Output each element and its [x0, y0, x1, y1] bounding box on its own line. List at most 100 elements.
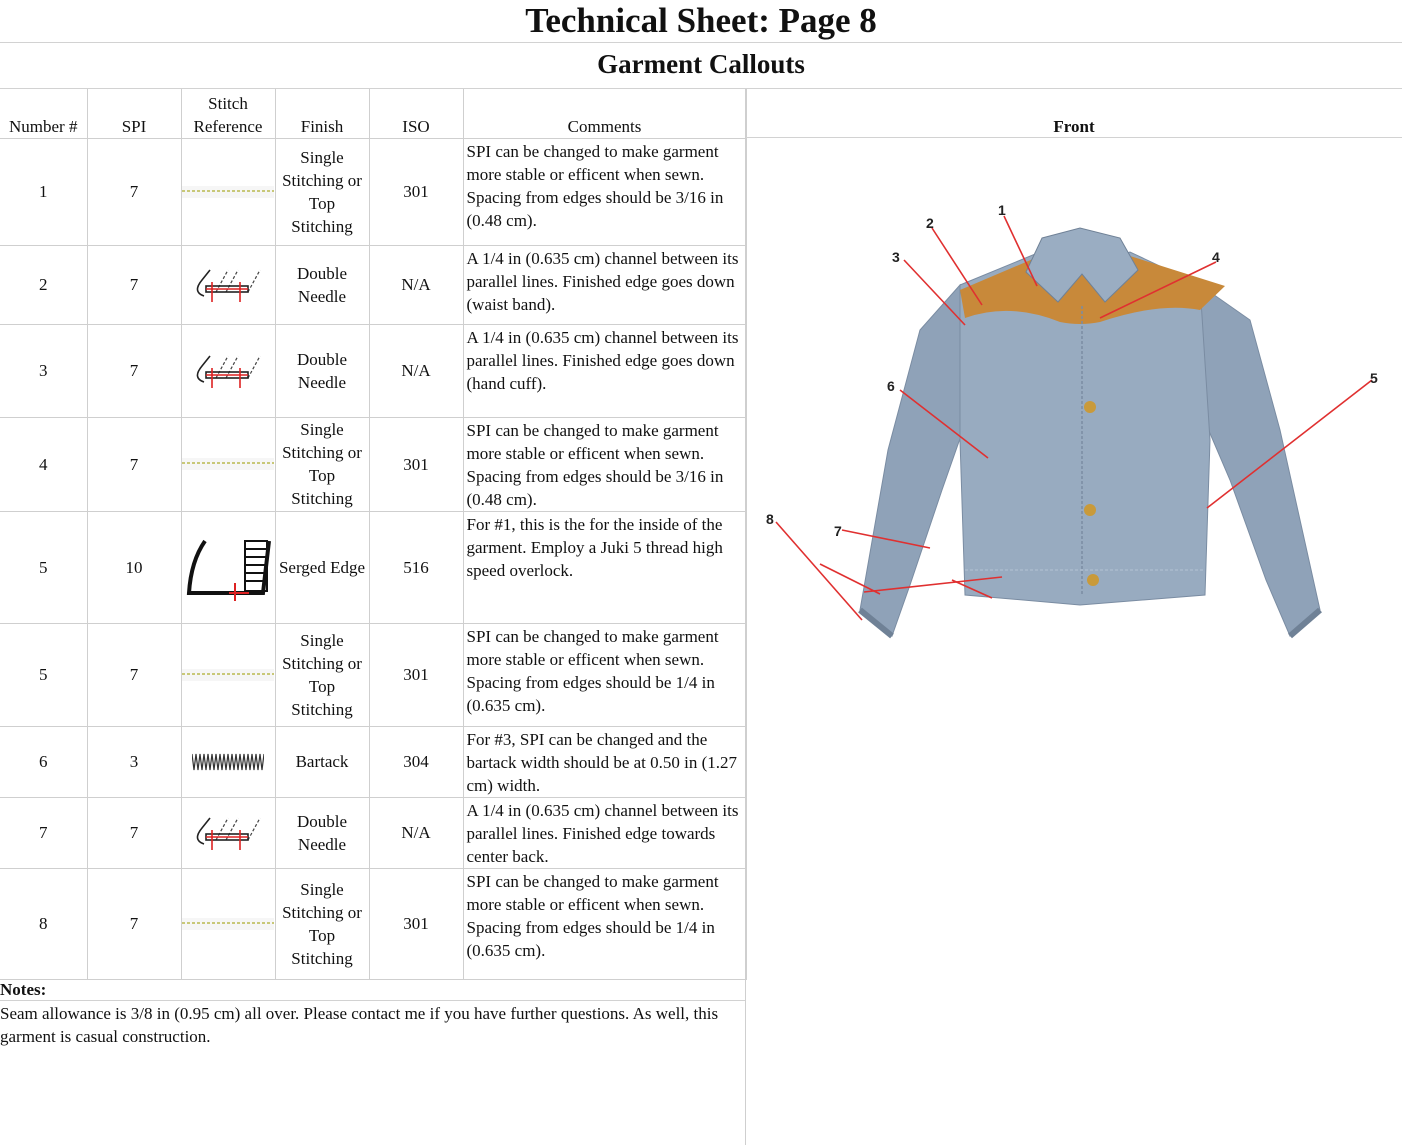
row-stitch-reference	[181, 797, 276, 869]
callout-arrows	[775, 215, 1373, 621]
row-iso: N/A	[369, 324, 464, 418]
table-row: 5 7 Single Stitching or Top Stitching 30…	[0, 623, 747, 727]
row-stitch-reference	[181, 245, 276, 325]
row-iso: 516	[369, 511, 464, 624]
notes-label: Notes:	[0, 980, 47, 999]
callout-1: 1	[998, 202, 1006, 218]
row-stitch-reference	[181, 868, 276, 980]
row-iso: 301	[369, 623, 464, 727]
row-comment: SPI can be changed to make garment more …	[463, 417, 747, 512]
col-iso-header: ISO	[369, 89, 464, 139]
col-stitch-header-bottom: Reference	[193, 116, 263, 136]
col-finish-header: Finish	[275, 89, 370, 139]
front-header-divider	[746, 137, 1402, 138]
serged-edge-icon	[186, 539, 271, 601]
table-row: 8 7 Single Stitching or Top Stitching 30…	[0, 868, 747, 980]
single-stitch-line-icon	[182, 185, 274, 198]
row-comment: A 1/4 in (0.635 cm) channel between its …	[463, 324, 747, 418]
row-iso: 301	[369, 417, 464, 512]
callout-8: 8	[766, 511, 774, 527]
row-finish: Single Stitching or Top Stitching	[275, 623, 370, 727]
left-sleeve	[859, 283, 971, 637]
row-stitch-reference	[181, 417, 276, 512]
row-iso: N/A	[369, 245, 464, 325]
row-stitch-reference	[181, 511, 276, 624]
row-finish: Single Stitching or Top Stitching	[275, 417, 370, 512]
notes-divider	[0, 1000, 746, 1001]
jacket-front-illustration: 1 2 3 4 5 6 7 8	[766, 202, 1378, 639]
row-comment: SPI can be changed to make garment more …	[463, 623, 747, 727]
right-sleeve	[1199, 284, 1321, 637]
front-view-label: Front	[1053, 117, 1095, 136]
bartack-icon	[192, 753, 264, 770]
table-header-row: Number # SPI Stitch Reference Finish ISO…	[0, 89, 747, 139]
row-finish: Bartack	[275, 726, 370, 798]
row-number: 2	[0, 245, 88, 325]
table-row: 2 7 Double Needle N/A A 1/4 in (0.635 cm…	[0, 245, 747, 325]
double-needle-icon	[196, 355, 261, 388]
row-finish: Serged Edge	[275, 511, 370, 624]
row-number: 3	[0, 324, 88, 418]
row-spi: 7	[87, 417, 182, 512]
single-stitch-line-icon	[182, 458, 274, 470]
row-comment: A 1/4 in (0.635 cm) channel between its …	[463, 797, 747, 869]
row-iso: 304	[369, 726, 464, 798]
row-spi: 3	[87, 726, 182, 798]
table-row: 4 7 Single Stitching or Top Stitching 30…	[0, 417, 747, 512]
row-iso: 301	[369, 868, 464, 980]
row-iso: N/A	[369, 797, 464, 869]
row-spi: 7	[87, 245, 182, 325]
row-spi: 7	[87, 868, 182, 980]
callout-4: 4	[1212, 249, 1220, 265]
row-number: 5	[0, 623, 88, 727]
jacket-collar	[1025, 227, 1139, 303]
table-row: 1 7 Single Stitching or Top Stitching 30…	[0, 138, 747, 246]
row-comment: SPI can be changed to make garment more …	[463, 138, 747, 246]
col-stitch-header: Stitch Reference	[181, 89, 276, 139]
title-divider	[0, 42, 1402, 43]
page-title: Technical Sheet: Page 8	[525, 1, 877, 40]
row-finish: Double Needle	[275, 245, 370, 325]
row-finish: Single Stitching or Top Stitching	[275, 868, 370, 980]
row-comment: For #1, this is the for the inside of th…	[463, 511, 747, 624]
row-stitch-reference	[181, 324, 276, 418]
row-stitch-reference	[181, 726, 276, 798]
row-stitch-reference	[181, 623, 276, 727]
row-number: 4	[0, 417, 88, 512]
subtitle-divider	[0, 88, 1402, 89]
row-number: 8	[0, 868, 88, 980]
row-comment: SPI can be changed to make garment more …	[463, 868, 747, 980]
row-finish: Double Needle	[275, 324, 370, 418]
row-spi: 10	[87, 511, 182, 624]
col-comments-header: Comments	[463, 89, 747, 139]
table-row: 3 7 Double Needle N/A A 1/4 in (0.635 cm…	[0, 324, 747, 418]
page-subtitle: Garment Callouts	[597, 49, 805, 79]
table-row: 7 7 Double Needle N/A A 1/4 in (0.635 cm…	[0, 797, 747, 869]
col-spi-header: SPI	[87, 89, 182, 139]
row-number: 7	[0, 797, 88, 869]
callout-table: Number # SPI Stitch Reference Finish ISO…	[0, 89, 747, 980]
double-needle-icon	[196, 817, 261, 850]
callout-6: 6	[887, 378, 895, 394]
row-comment: For #3, SPI can be changed and the barta…	[463, 726, 747, 798]
row-iso: 301	[369, 138, 464, 246]
panel-divider	[745, 89, 746, 1145]
single-stitch-line-icon	[182, 668, 274, 681]
row-spi: 7	[87, 138, 182, 246]
double-needle-icon	[196, 269, 261, 302]
table-row: 5 10 Serged Edge 516 For #1, this is the…	[0, 511, 747, 624]
row-number: 6	[0, 726, 88, 798]
row-spi: 7	[87, 623, 182, 727]
row-stitch-reference	[181, 138, 276, 246]
col-number-header: Number #	[0, 89, 88, 139]
row-spi: 7	[87, 797, 182, 869]
row-number: 5	[0, 511, 88, 624]
row-finish: Double Needle	[275, 797, 370, 869]
callout-5: 5	[1370, 370, 1378, 386]
jacket-yoke	[960, 256, 1225, 324]
table-row: 6 3 Bartack 304 For #3, SPI can be chang…	[0, 726, 747, 798]
row-comment: A 1/4 in (0.635 cm) channel between its …	[463, 245, 747, 325]
row-number: 1	[0, 138, 88, 246]
callout-2: 2	[926, 215, 934, 231]
notes-text: Seam allowance is 3/8 in (0.95 cm) all o…	[0, 1004, 719, 1046]
